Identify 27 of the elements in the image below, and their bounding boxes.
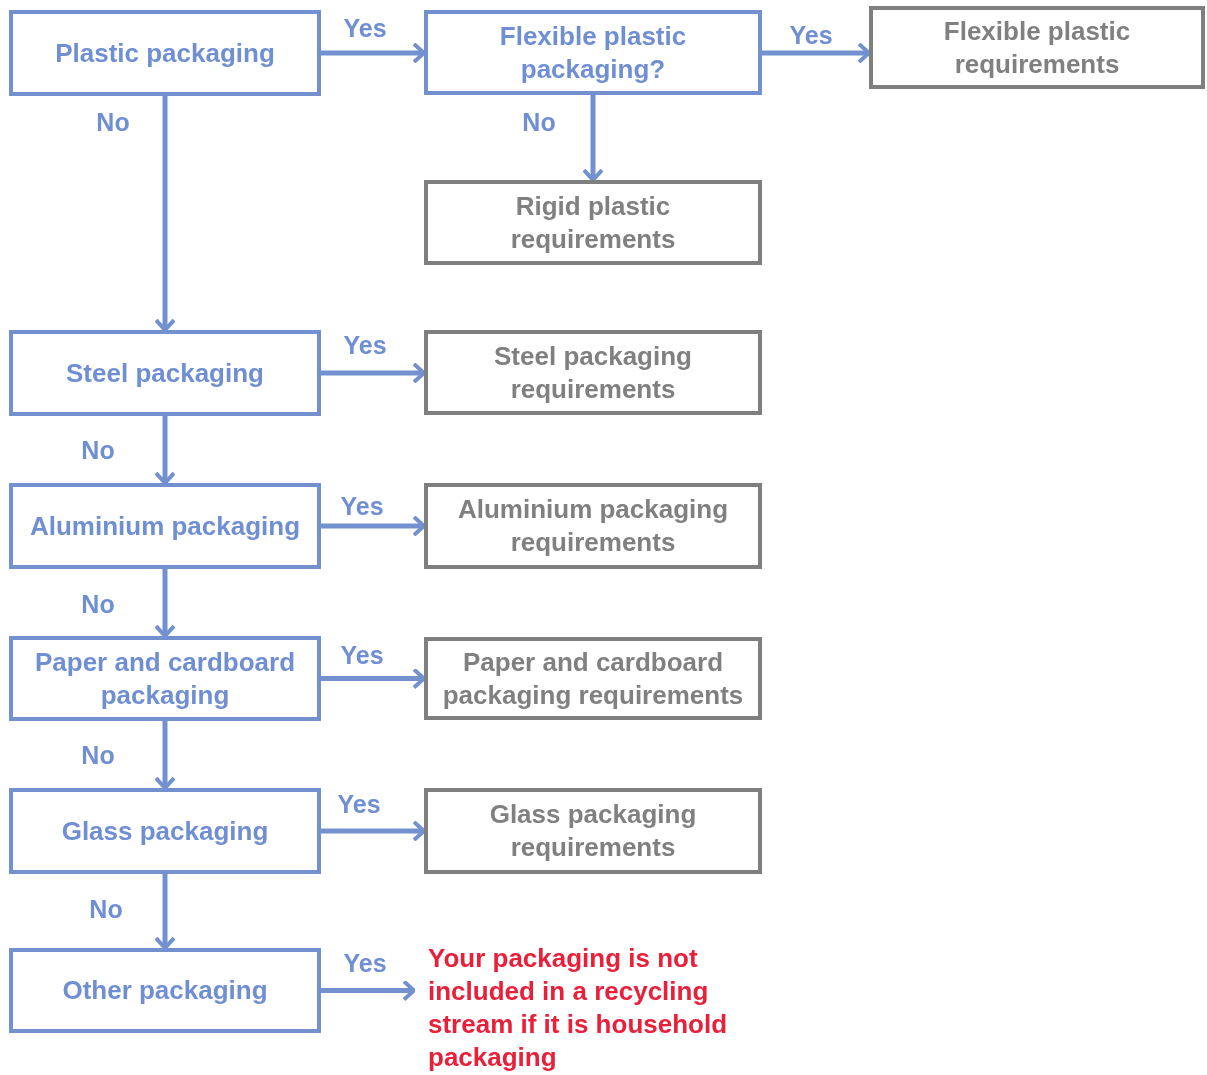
result-box: Paper and cardboard packaging requirements xyxy=(424,637,762,720)
question-box: Steel packaging xyxy=(9,330,321,416)
arrow xyxy=(321,362,426,384)
note-text: Your packaging is not included in a recycling stream if it is household packaging xyxy=(414,942,754,1072)
question-box: Paper and cardboard packaging xyxy=(9,636,321,721)
arrow xyxy=(321,979,416,1002)
result-box: Rigid plastic requirements xyxy=(424,180,762,265)
result-box: Glass packaging requirements xyxy=(424,788,762,874)
arrow xyxy=(154,416,176,485)
arrow xyxy=(154,721,176,790)
arrow xyxy=(154,874,176,950)
question-box: Glass packaging xyxy=(9,788,321,874)
question-box: Flexible plastic packaging? xyxy=(424,10,762,95)
arrow xyxy=(321,820,426,842)
question-box: Aluminium packaging xyxy=(9,483,321,569)
arrow xyxy=(321,42,426,64)
arrow xyxy=(154,96,176,332)
arrow xyxy=(762,42,871,64)
arrow xyxy=(582,95,604,182)
result-box: Flexible plastic requirements xyxy=(869,6,1205,89)
result-box: Steel packaging requirements xyxy=(424,330,762,415)
arrow xyxy=(321,515,426,537)
result-box: Aluminium packaging requirements xyxy=(424,483,762,569)
arrow xyxy=(154,569,176,638)
arrow xyxy=(321,667,426,690)
question-box: Plastic packaging xyxy=(9,10,321,96)
question-box: Other packaging xyxy=(9,948,321,1033)
